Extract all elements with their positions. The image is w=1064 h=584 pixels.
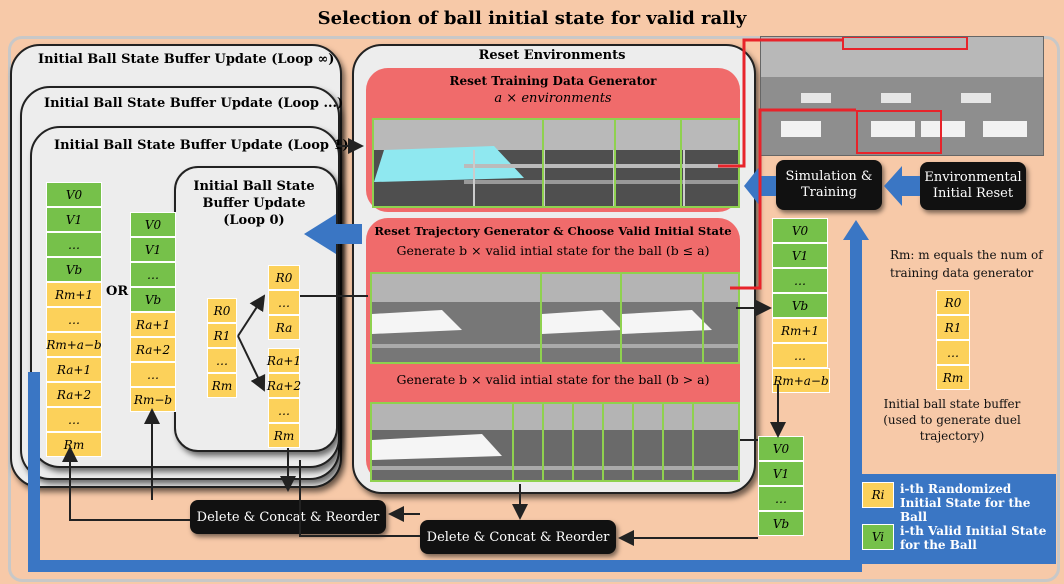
red-link-2 <box>730 108 856 290</box>
buffer-cell: … <box>268 290 300 315</box>
or-label: OR <box>106 284 129 299</box>
buffer-cell: V1 <box>758 461 804 486</box>
gen-gt-svg <box>372 404 738 480</box>
overview-svg <box>761 37 1043 155</box>
buffer-cell: Rm−b <box>130 387 176 412</box>
buffer-cell: V1 <box>46 207 102 232</box>
buffer-cell: Ra+2 <box>46 382 102 407</box>
buffer-cell: V0 <box>758 436 804 461</box>
feedback-arrow-path <box>28 236 862 572</box>
buffer-cell: R0 <box>268 265 300 290</box>
loop-zero-line1: Initial Ball State <box>193 179 315 194</box>
legend-v-text: i-th Valid Initial State for the Ball <box>900 524 1047 552</box>
env-reset-box: Environmental Initial Reset <box>920 162 1026 210</box>
buffer-cell: Ra+1 <box>130 312 176 337</box>
gen-le-text: Generate b × valid intial state for the … <box>396 243 710 258</box>
training-title: Reset Training Data Generator <box>449 74 657 88</box>
buffer-cell: Rm+1 <box>772 318 828 343</box>
simulation-training-box: Simulation & Training <box>776 160 882 210</box>
to-loop0-arrow <box>304 214 362 254</box>
outer-frame <box>8 36 1060 582</box>
training-sim-svg <box>374 120 738 206</box>
loop-one-title: Initial Ball State Buffer Update (Loop 1… <box>54 138 349 153</box>
side-caption: Initial ball state buffer (used to gener… <box>883 397 1021 443</box>
trajectory-title: Reset Trajectory Generator & Choose Vali… <box>374 224 732 238</box>
buffer-cell: Ra+2 <box>130 337 176 362</box>
buffer-cell: Rm+1 <box>46 282 102 307</box>
buffer-cell: … <box>46 407 102 432</box>
buffer-cell: Ra <box>268 315 300 340</box>
rm-note: Rm: m equals the num of training data ge… <box>890 248 1043 280</box>
buffer-cell: R0 <box>936 290 970 315</box>
gen-gt-text: Generate b × valid intial state for the … <box>396 372 710 387</box>
buffer-cell: Ra+2 <box>267 373 301 398</box>
gen-le-svg <box>372 274 738 362</box>
buffer-cell: Rm+a−b <box>46 332 102 357</box>
loop-zero-title: Initial Ball State Buffer Update (Loop 0… <box>176 178 332 229</box>
loop-inf-title: Initial Ball State Buffer Update (Loop ∞… <box>38 52 335 67</box>
diagram-title: Selection of ball initial state for vali… <box>317 8 747 29</box>
buffer-cell: R1 <box>936 315 970 340</box>
buffer-cell: … <box>758 486 804 511</box>
buffer-cell: Vb <box>772 293 828 318</box>
buffer-cell: … <box>772 268 828 293</box>
delete-concat-box-2: Delete & Concat & Reorder <box>420 520 616 554</box>
feedback-arrow-head <box>843 220 869 240</box>
buffer-cell: … <box>130 262 176 287</box>
buffer-cell: Rm <box>268 423 300 448</box>
buffer-cell: Ra+1 <box>267 348 301 373</box>
buffer-cell: … <box>207 348 237 373</box>
buffer-cell: V0 <box>772 218 828 243</box>
loop-zero-line2: Buffer Update <box>202 196 306 211</box>
buffer-cell: Rm <box>207 373 237 398</box>
buffer-cell: … <box>46 307 102 332</box>
env-to-sim-arrow <box>884 166 920 206</box>
red-link-1 <box>718 38 842 168</box>
buffer-cell: R1 <box>207 323 237 348</box>
delete-concat-box-1: Delete & Concat & Reorder <box>190 500 386 534</box>
buffer-cell: Vb <box>758 511 804 536</box>
buffer-cell: Vb <box>130 287 176 312</box>
loop-zero-line3: (Loop 0) <box>223 213 285 228</box>
buffer-cell: … <box>936 340 970 365</box>
buffer-cell: Rm+a−b <box>772 368 830 393</box>
training-sim-images <box>372 118 740 208</box>
reset-env-title: Reset Environments <box>478 48 626 63</box>
gen-le-images <box>370 272 740 364</box>
legend-r-text: i-th Randomized Initial State for the Ba… <box>900 482 1031 524</box>
simulation-overview-image <box>760 36 1044 156</box>
buffer-cell: V0 <box>130 212 176 237</box>
buffer-cell: V1 <box>130 237 176 262</box>
training-sub: a × environments <box>494 91 612 106</box>
buffer-cell: … <box>268 398 300 423</box>
buffer-cell: V1 <box>772 243 828 268</box>
buffer-cell: … <box>130 362 176 387</box>
gen-gt-images <box>370 402 740 482</box>
buffer-cell: … <box>772 343 828 368</box>
buffer-cell: … <box>46 232 102 257</box>
buffer-cell: R0 <box>207 298 237 323</box>
buffer-cell: Vb <box>46 257 102 282</box>
loop-dots-title: Initial Ball State Buffer Update (Loop .… <box>44 96 344 111</box>
legend-v-swatch: Vi <box>862 524 894 550</box>
buffer-cell: Ra+1 <box>46 357 102 382</box>
legend-r-swatch: Ri <box>862 482 894 508</box>
buffer-cell: V0 <box>46 182 102 207</box>
buffer-cell: Rm <box>936 365 970 390</box>
